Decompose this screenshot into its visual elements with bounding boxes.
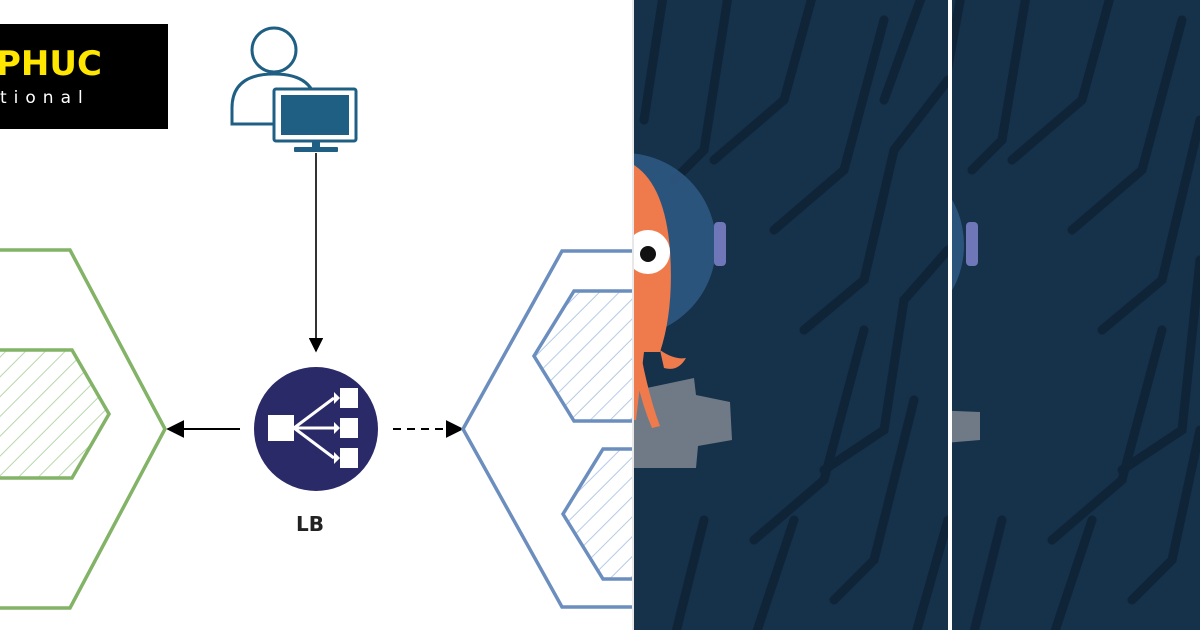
argo-octopus-mascot: [634, 165, 686, 428]
mascot-art-panel: [634, 0, 948, 630]
lb-label: LB: [296, 512, 324, 536]
green-outer-hexagon: [0, 248, 167, 610]
monitor-icon: [272, 87, 358, 152]
blue-outer-hexagon: [460, 249, 632, 609]
panel-divider: [632, 0, 634, 630]
gear-icon: [634, 378, 732, 468]
architecture-diagram: [0, 26, 632, 610]
gear-icon: [952, 410, 980, 443]
load-balancer-icon: [254, 367, 378, 491]
blue-inner-hexagon-top: [531, 289, 632, 423]
circuit-background: [634, 0, 948, 630]
mascot-helmet: [952, 199, 978, 291]
company-logo: PHUC tional: [0, 24, 168, 129]
green-inner-hexagon: [0, 348, 112, 480]
logo-tagline: tional: [0, 88, 90, 108]
mascot-art-panel-cropped: [952, 0, 1200, 630]
circuit-background: [952, 0, 1200, 630]
blue-inner-hexagon-bottom: [560, 447, 632, 581]
diagram-panel: PHUC tional: [0, 24, 632, 610]
logo-name: PHUC: [0, 44, 102, 84]
panel-divider: [948, 0, 952, 630]
